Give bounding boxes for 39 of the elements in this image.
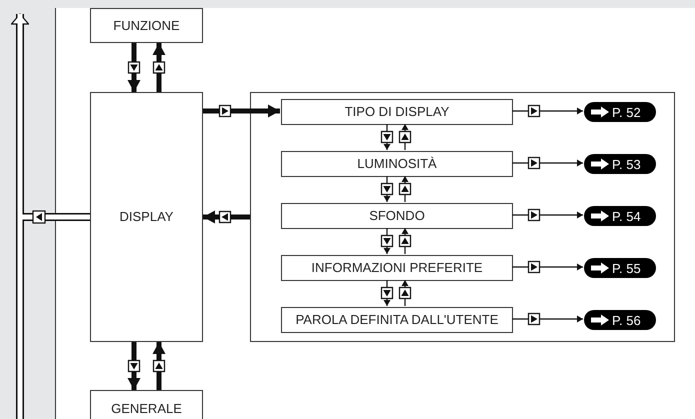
- step-arrow: [512, 156, 583, 170]
- page-reference-pill: [584, 258, 656, 278]
- step-arrow: [398, 124, 412, 150]
- menu-item-box: LUMINOSITÀ: [281, 151, 513, 177]
- step-arrow: [380, 280, 394, 306]
- arrow: [203, 104, 280, 118]
- step-arrow: [512, 208, 583, 222]
- step-arrow: [398, 176, 412, 202]
- menu-item-box: FUNZIONE: [90, 8, 203, 43]
- page-number: P. 55: [612, 262, 641, 274]
- menu-item-box: SFONDO: [281, 203, 513, 229]
- step-arrow: [512, 260, 583, 274]
- page-number: P. 54: [612, 210, 641, 222]
- menu-item-box: PAROLA DEFINITA DALL'UTENTE: [281, 307, 513, 333]
- step-arrow: [380, 176, 394, 202]
- page-number: P. 53: [612, 158, 641, 170]
- menu-item-box: INFORMAZIONI PREFERITE: [281, 255, 513, 281]
- page-number: P. 52: [612, 106, 641, 118]
- step-arrow: [398, 228, 412, 254]
- step-arrow: [512, 312, 583, 326]
- step-arrow: [512, 104, 583, 118]
- menu-panel: [250, 92, 675, 342]
- page-reference-pill: [584, 310, 656, 330]
- step-arrow: [398, 280, 412, 306]
- hollow-arrow: [10, 13, 90, 221]
- arrow: [152, 43, 166, 92]
- page-reference-pill: [584, 154, 656, 174]
- arrow: [128, 43, 140, 92]
- menu-item-box: TIPO DI DISPLAY: [281, 99, 513, 125]
- page-reference-pill: [584, 206, 656, 226]
- arrow: [152, 342, 166, 390]
- arrow: [128, 342, 140, 390]
- menu-item-box: DISPLAY: [90, 92, 203, 342]
- menu-item-box: GENERALE: [90, 390, 203, 419]
- step-arrow: [380, 228, 394, 254]
- page-reference-pill: [584, 102, 656, 122]
- page-number: P. 56: [612, 314, 641, 326]
- arrow: [203, 210, 250, 224]
- step-arrow: [380, 124, 394, 150]
